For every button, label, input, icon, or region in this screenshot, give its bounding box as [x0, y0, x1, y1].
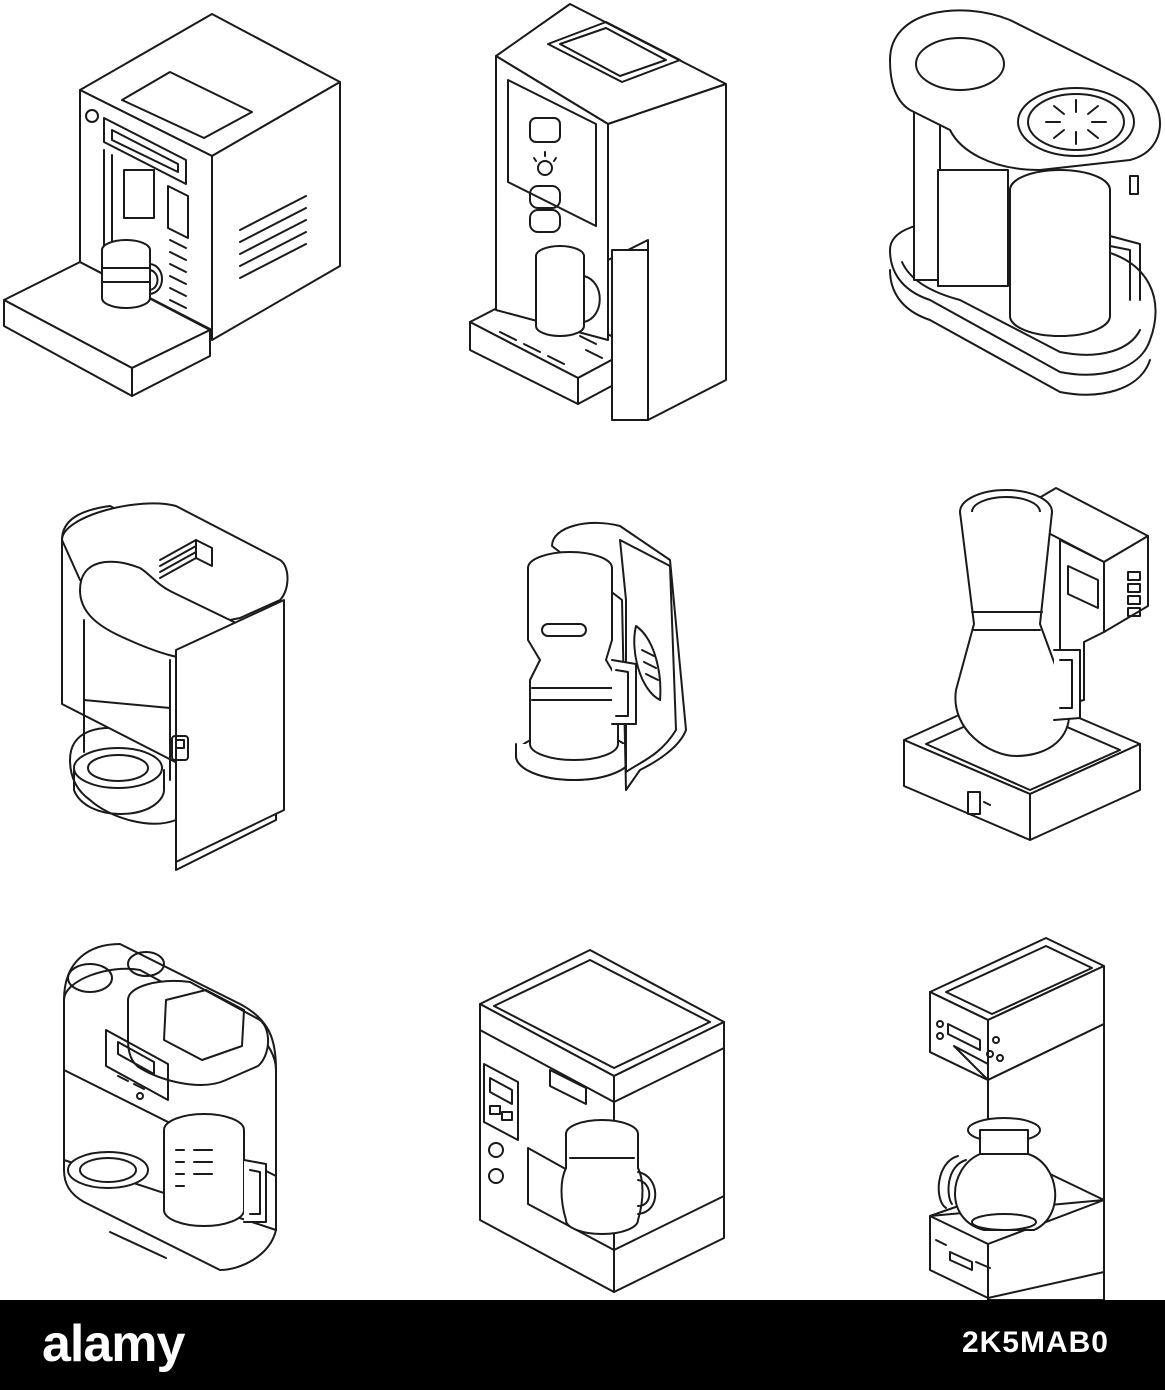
- single-serve-brewer-icon: [61, 502, 289, 871]
- watermark-footer: alamy 2K5MAB0: [0, 1300, 1165, 1390]
- programmable-drip-coffee-maker-icon: [63, 943, 277, 1271]
- alamy-logo: alamy: [42, 1312, 185, 1376]
- commercial-coffee-brewer-icon: [929, 937, 1105, 1301]
- brand-text: alamy: [42, 1315, 185, 1373]
- dual-tank-brewer-icon: [889, 9, 1161, 396]
- illustration-canvas: [3, 3, 1161, 1301]
- pod-coffee-maker-icon: [469, 3, 727, 421]
- cone-drip-brewer-icon: [515, 522, 687, 791]
- coffee-machines-grid: [3, 3, 1161, 1301]
- box-drip-coffee-maker-icon: [479, 949, 725, 1293]
- stock-image-id: 2K5MAB0: [961, 1326, 1109, 1359]
- pour-over-brewer-icon: [903, 487, 1149, 841]
- espresso-machine-icon: [3, 13, 341, 397]
